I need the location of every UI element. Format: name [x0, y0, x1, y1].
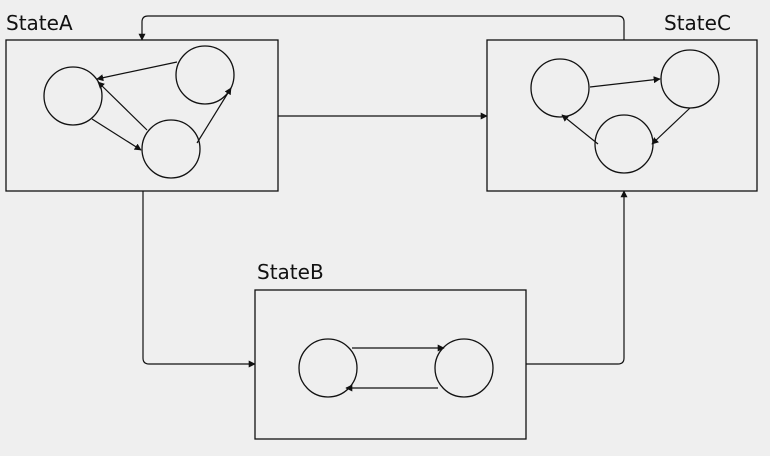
transition-c-to-a	[138, 15, 625, 41]
state-c-arrow-3-to-1	[561, 114, 599, 145]
state-b-label: StateB	[257, 260, 324, 284]
state-a-arrow-1-to-3	[91, 118, 142, 151]
state-a-arrow-3-to-1	[97, 81, 148, 131]
state-a-label: StateA	[6, 11, 73, 35]
state-a-box	[5, 39, 279, 192]
state-a-arrow-3-to-2	[196, 87, 232, 144]
state-a-arrow-2-to-1	[96, 61, 178, 82]
transition-a-to-b	[142, 191, 256, 368]
state-c-node-3	[594, 114, 654, 174]
state-c-node-2	[660, 49, 720, 109]
state-b-node-1	[298, 338, 358, 398]
state-c-node-1	[530, 58, 590, 118]
state-c-arrow-2-to-3	[651, 107, 691, 145]
state-c-arrow-1-to-2	[589, 76, 661, 88]
state-c-label: StateC	[664, 11, 731, 35]
state-a-node-1	[43, 66, 103, 126]
state-b-node-2	[434, 338, 494, 398]
state-a-node-3	[141, 119, 201, 179]
transition-b-to-c	[526, 190, 628, 365]
state-a-node-2	[175, 45, 235, 105]
